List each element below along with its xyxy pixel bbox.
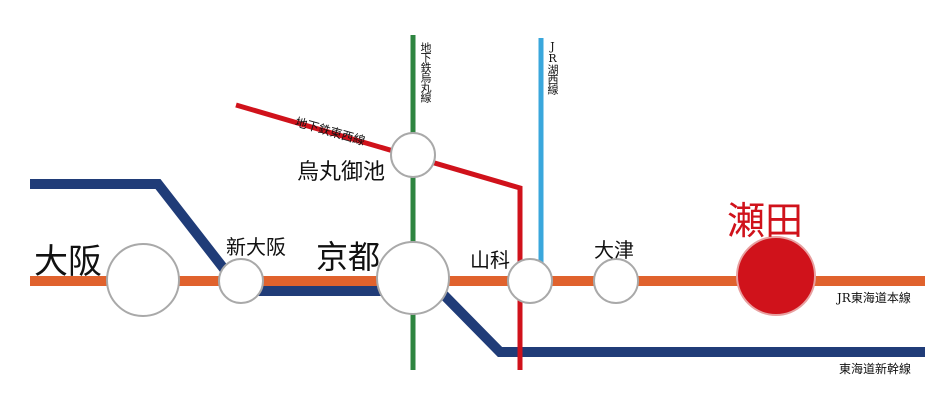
station-karasuma-oike-marker[interactable]: [390, 132, 436, 178]
station-kyoto-label: 京都: [316, 238, 381, 276]
station-seta-marker[interactable]: [736, 236, 816, 316]
station-yamashina-marker[interactable]: [507, 258, 553, 304]
station-osaka-marker[interactable]: [106, 243, 180, 317]
station-seta-label: 瀬田: [727, 199, 804, 243]
station-shin-osaka-marker[interactable]: [218, 258, 264, 304]
tozai-line: [235, 102, 523, 370]
station-otsu-marker[interactable]: [593, 258, 639, 304]
station-karasuma-oike-label: 烏丸御池: [297, 160, 386, 185]
station-kyoto-marker[interactable]: [376, 241, 450, 315]
station-yamashina-label: 山科: [470, 248, 510, 272]
karasuma-line-label: 地下鉄烏丸線: [419, 42, 432, 102]
shinkansen-line-label: 東海道新幹線: [839, 362, 912, 376]
station-osaka-label: 大阪: [34, 242, 102, 282]
tokaido-main-line-label: JR東海道本線: [837, 291, 911, 305]
kosei-line-label: JR湖西線: [546, 40, 559, 94]
station-otsu-label: 大津: [594, 238, 634, 262]
station-shin-osaka-label: 新大阪: [226, 235, 286, 259]
